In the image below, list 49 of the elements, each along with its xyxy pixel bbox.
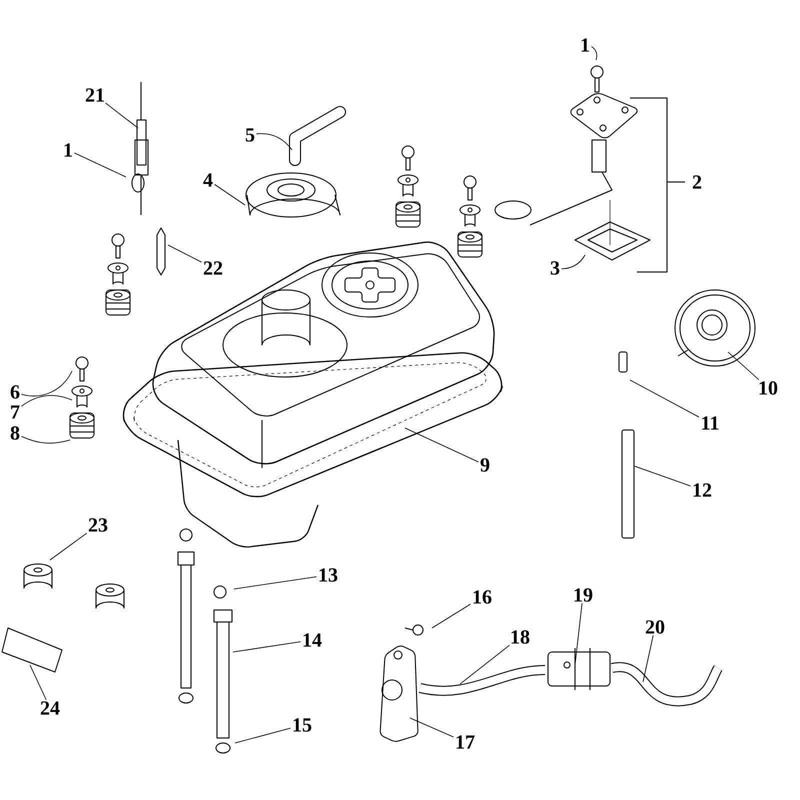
callout-number: 24	[40, 701, 60, 715]
leader-line	[74, 152, 126, 178]
callout-number: 11	[702, 416, 718, 430]
leader-line	[561, 254, 586, 270]
callout-number: 5	[246, 128, 254, 142]
callout-number: 23	[88, 518, 108, 532]
callout-number: 13	[320, 568, 338, 582]
leader-line	[232, 641, 301, 652]
leader-line	[50, 532, 88, 560]
callout-number: 16	[474, 590, 492, 604]
leader-line	[642, 634, 654, 682]
leader-line	[168, 244, 202, 263]
callout-number: 1	[64, 143, 72, 157]
leader-line	[234, 576, 317, 590]
leader-line	[460, 644, 510, 684]
callout-number: 22	[204, 261, 222, 275]
callout-number: 6	[10, 385, 20, 399]
leader-line	[432, 604, 471, 628]
leader-line	[591, 46, 598, 60]
leader-line	[234, 728, 291, 744]
callout-number: 21	[86, 88, 104, 102]
callout-number: 19	[574, 588, 592, 602]
callout-number: 18	[512, 630, 530, 644]
leader-line	[728, 352, 760, 380]
leader-line	[574, 602, 582, 666]
leader-line	[21, 370, 72, 396]
leader-line	[404, 428, 479, 462]
callout-number: 8	[10, 426, 20, 440]
leader-line	[30, 664, 47, 700]
leader-line	[634, 466, 691, 486]
callout-number: 3	[550, 261, 560, 275]
leader-line	[410, 718, 454, 738]
callout-number: 17	[456, 735, 474, 749]
leader-line	[256, 133, 292, 150]
callout-number: 1	[582, 38, 589, 52]
leader-line	[630, 380, 700, 418]
callout-number: 12	[694, 483, 712, 497]
leader-line	[21, 395, 72, 407]
callout-number: 2	[692, 175, 702, 189]
leader-line	[21, 436, 70, 444]
leader-line	[105, 102, 138, 128]
callout-number: 9	[480, 458, 490, 472]
callout-number: 10	[760, 381, 778, 395]
callout-number: 7	[11, 405, 20, 419]
callout-number: 14	[304, 633, 322, 647]
callout-number: 20	[646, 620, 664, 634]
leader-line	[214, 184, 246, 206]
callout-number: 15	[294, 718, 312, 732]
callout-number: 4	[203, 173, 213, 187]
